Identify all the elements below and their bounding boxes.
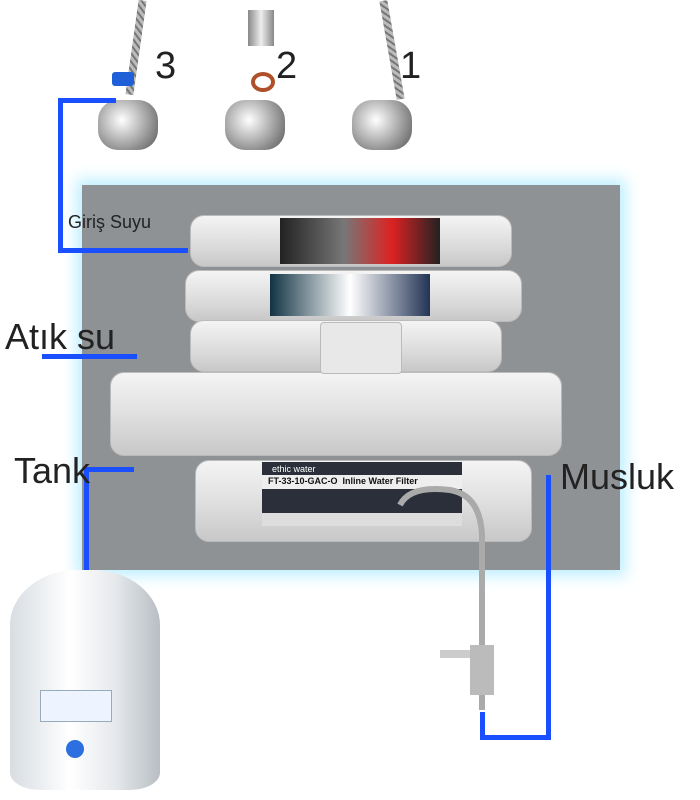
waste-label: Atık su xyxy=(5,316,116,357)
tank-pipe xyxy=(84,467,89,572)
faucet-pipe xyxy=(480,735,551,740)
faucet-pipe xyxy=(480,712,485,740)
faucet-pipe xyxy=(546,475,551,740)
filter-1-label xyxy=(280,218,440,264)
filter-model: FT-33-10-GAC-O xyxy=(268,476,338,486)
inlet-pipe xyxy=(58,98,116,103)
tee-adapter-icon xyxy=(248,10,274,46)
faucet-label: Musluk xyxy=(560,456,675,497)
faucet xyxy=(397,486,494,710)
inlet-label: Giriş Suyu xyxy=(68,212,152,232)
flow-restrictor xyxy=(320,322,402,374)
tank-label: Tank xyxy=(14,450,91,491)
tank-valve-icon xyxy=(66,740,84,758)
valve-number-1: 1 xyxy=(400,45,422,87)
filter-title: Inline Water Filter xyxy=(342,476,418,486)
valve-2 xyxy=(225,100,285,150)
membrane-housing xyxy=(110,372,562,456)
inline-filter-label: ethic water FT-33-10-GAC-O Inline Water … xyxy=(262,462,462,526)
valve-number-3: 3 xyxy=(155,45,177,87)
tank-label-sticker xyxy=(40,690,112,722)
tank-pipe xyxy=(84,467,134,472)
filter-brand: ethic water xyxy=(272,464,316,474)
storage-tank xyxy=(10,570,160,790)
valve-3 xyxy=(98,100,158,150)
gasket-icon xyxy=(251,72,275,92)
valve-handle-icon xyxy=(112,72,134,86)
inlet-pipe xyxy=(58,98,63,253)
valve-number-2: 2 xyxy=(276,45,298,87)
waste-pipe xyxy=(42,354,137,359)
filter-2-label xyxy=(270,274,430,316)
valve-1 xyxy=(352,100,412,150)
inlet-pipe xyxy=(58,248,188,253)
